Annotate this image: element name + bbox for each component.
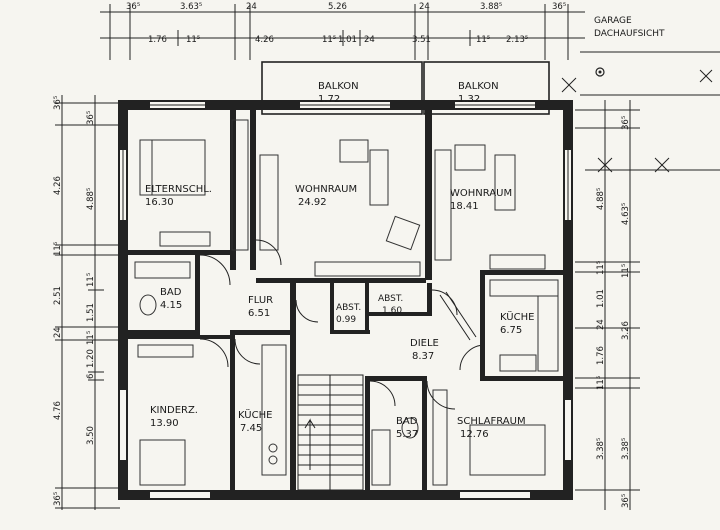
dim-top-2: 3.63⁵ [180,2,202,12]
dim-left-3: 11⁵ [53,242,63,256]
dim-left-1: 36⁵ [53,96,63,110]
dim-left2-6: 1.20 [86,349,96,368]
door-swings [199,239,486,410]
dim-left-2: 4.26 [53,176,63,195]
dim-top2-9: 2.13⁵ [506,35,528,45]
dim-left-5: 24 [53,327,63,338]
garage-roof-lines [561,51,720,173]
room-bad-right-name: BAD [396,416,418,427]
dim-left2-4: 1.51 [86,303,96,322]
dim-right-1: 4.88⁵ [596,188,606,210]
garage-marker [595,67,605,77]
outer-walls [118,100,573,500]
dim-left-4: 2.51 [53,286,63,305]
dim-top-1: 36⁵ [126,2,140,12]
room-bad-left-name: BAD [160,287,182,298]
room-wohnraum-right-area: 18.41 [450,201,479,212]
room-bad-right-area: 5.37 [396,429,418,440]
dim-left2-5: 11⁵ [86,331,96,345]
left-dimension-labels: 36⁵ 4.26 11⁵ 2.51 24 4.76 36⁵ 36⁵ 4.88⁵ … [53,96,96,506]
dim-top-5: 24 [419,2,430,12]
dim-left2-1: 36⁵ [86,111,96,125]
dim-left-6: 4.76 [53,401,63,420]
dim-top2-2: 11⁵ [186,35,200,45]
room-schlafraum-area: 12.76 [460,429,489,440]
dim-top2-1: 1.76 [148,35,167,45]
room-wohnraum-left-name: WOHNRAUM [295,184,357,195]
dim-top2-7: 3.51 [412,35,431,45]
room-kinderz-area: 13.90 [150,418,179,429]
dim-top-3: 24 [246,2,257,12]
room-balkon-left-name: BALKON [318,81,359,92]
inner-walls [128,110,563,490]
room-balkon-right-area: 1.32 [458,94,480,105]
room-flur-name: FLUR [248,295,273,306]
room-abst-left-area: 0.99 [336,315,356,325]
dim-top-7: 36⁵ [552,2,566,12]
dim-top2-8: 11⁵ [476,35,490,45]
room-kueche-right-area: 6.75 [500,325,522,336]
dim-top-6: 3.88⁵ [480,2,502,12]
room-wohnraum-right-name: WOHNRAUM [450,188,512,199]
top-dimension-labels: 36⁵ 3.63⁵ 24 5.26 24 3.88⁵ 36⁵ 1.76 11⁵ … [126,2,566,45]
right-dimension-lines [575,100,640,510]
room-flur-area: 6.51 [248,308,270,319]
dim-right2-3: 11⁵ [621,264,631,278]
room-kinderz-name: KINDERZ. [150,405,198,416]
dim-right-6: 11⁵ [596,376,606,390]
room-diele-name: DIELE [410,338,439,349]
room-abst-left-name: ABST. [336,303,361,313]
room-kueche-left-area: 7.45 [240,423,262,434]
dim-left2-7: 6 [86,374,96,379]
left-dimension-lines [55,95,120,510]
room-wohnraum-left-area: 24.92 [298,197,327,208]
top-dimension-lines [100,4,585,60]
room-diele-area: 8.37 [412,351,434,362]
garage-label: GARAGE [594,16,632,26]
dim-top-4: 5.26 [328,2,347,12]
dim-top2-4: 11⁵ [322,35,336,45]
room-elternschl-name: ELTERNSCHL. [145,184,212,195]
dim-right2-5: 3.38⁵ [621,438,631,460]
garage-sub-label: DACHAUFSICHT [594,29,665,39]
dim-top2-6: 24 [364,35,375,45]
dim-left2-8: 3.50 [86,426,96,445]
dim-right-2: 11⁵ [596,261,606,275]
dim-right2-2: 4.63⁵ [621,203,631,225]
room-kueche-left-name: KÜCHE [238,408,272,421]
room-balkon-right-name: BALKON [458,81,499,92]
right-dimension-labels: 4.88⁵ 11⁵ 1.01 24 1.76 11⁵ 3.38⁵ 36⁵ 4.6… [596,116,631,508]
dim-right2-4: 3.26 [621,321,631,340]
furniture [134,119,559,486]
dim-right-5: 1.76 [596,346,606,365]
dim-right-4: 24 [596,319,606,330]
room-kueche-right-name: KÜCHE [500,310,534,323]
dim-right-7: 3.38⁵ [596,438,606,460]
room-abst-right-name: ABST. [378,294,403,304]
dim-top2-5: 1.01 [338,35,357,45]
room-balkon-left-area: 1.72 [318,94,340,105]
room-schlafraum-name: SCHLAFRAUM [457,416,526,427]
dim-right2-1: 36⁵ [621,116,631,130]
balconies [261,61,550,115]
dim-left2-2: 4.88⁵ [86,188,96,210]
dim-right2-6: 36⁵ [621,494,631,508]
dim-left-7: 36⁵ [53,492,63,506]
dim-top2-3: 4.26 [255,35,274,45]
room-bad-left-area: 4.15 [160,300,182,311]
room-abst-right-area: 1.60 [382,306,402,316]
room-labels: BALKON 1.72 BALKON 1.32 ELTERNSCHL. 16.3… [145,81,534,440]
dim-right-3: 1.01 [596,289,606,308]
dim-left2-3: 11⁵ [86,273,96,287]
room-elternschl-area: 16.30 [145,197,174,208]
staircase [297,374,364,491]
